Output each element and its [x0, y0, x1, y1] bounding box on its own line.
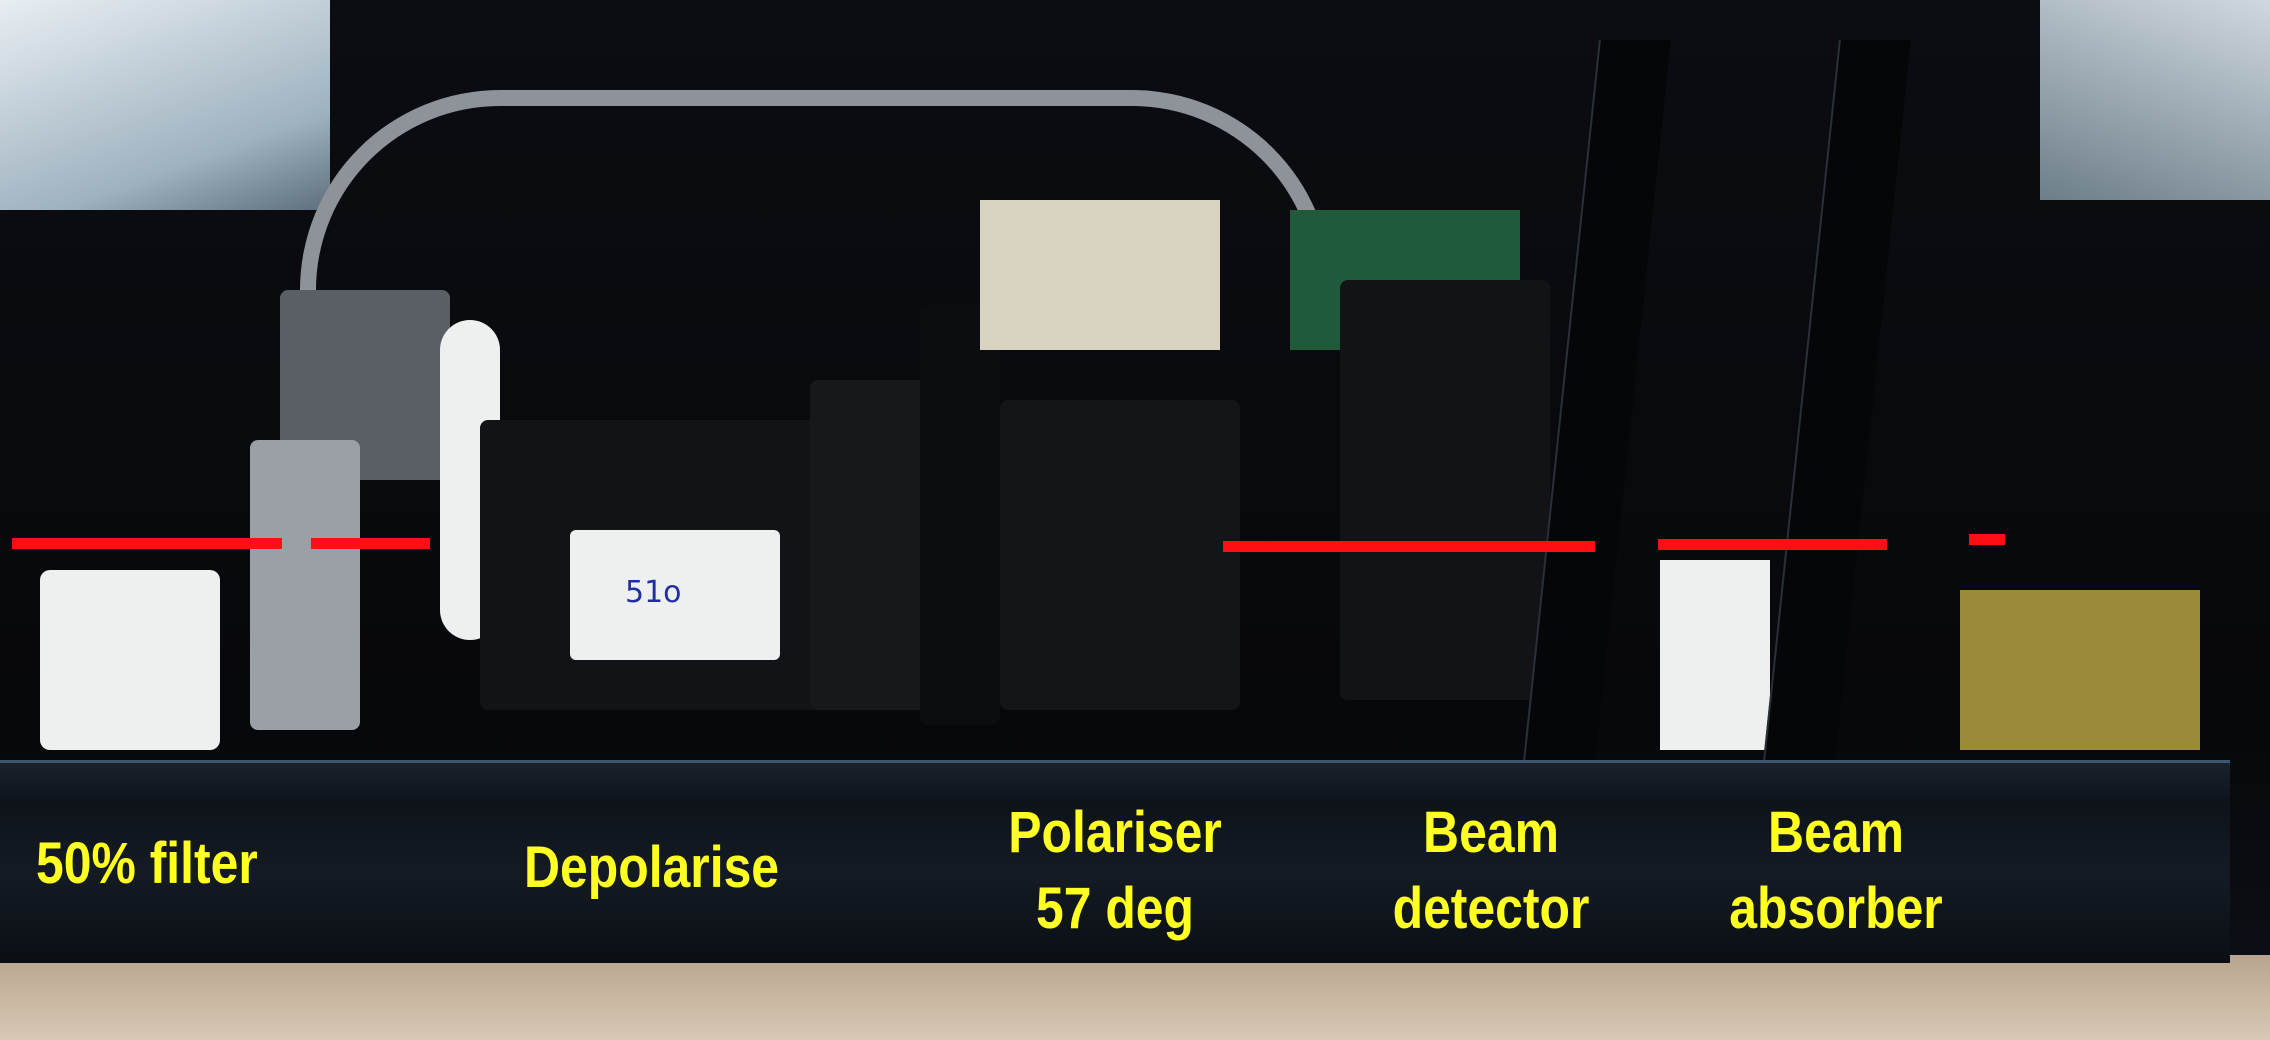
- divider-panel-2: [1761, 40, 1911, 780]
- background-wall-right: [2040, 0, 2270, 200]
- background-wall: [0, 0, 330, 210]
- floor: [0, 955, 2270, 1040]
- depolariser-label-plate: 51o: [570, 530, 780, 660]
- label-polariser-angle: 57 deg: [1035, 876, 1195, 941]
- terminal-block: [980, 200, 1220, 350]
- filter-block: [40, 570, 220, 750]
- absorber-circuit-board: [1960, 590, 2200, 750]
- label-depolariser-clip: Depolarise: [524, 830, 840, 910]
- filter-bracket: [250, 440, 360, 730]
- beam-detector-housing: [1340, 280, 1550, 700]
- label-beam-detector-2: detector: [1392, 876, 1590, 941]
- label-beam-absorber-2: absorber: [1729, 876, 1943, 941]
- component-marking: 51o: [625, 575, 682, 610]
- beam-segment: [311, 538, 430, 549]
- bench-front-rail: [0, 760, 2230, 963]
- label-beam-detector-1: Beam: [1423, 800, 1559, 865]
- beam-segment: [12, 538, 282, 549]
- label-beam-absorber-1: Beam: [1768, 800, 1904, 865]
- label-depolariser: Depolarise: [524, 835, 780, 900]
- polariser-flange: [920, 305, 1000, 725]
- polariser-prism: [1000, 400, 1240, 710]
- beam-segment: [1658, 539, 1887, 550]
- label-polariser: Polariser: [1008, 800, 1222, 865]
- beam-segment: [1223, 541, 1595, 552]
- label-50-filter: 50% filter: [36, 831, 258, 896]
- absorber-block: [1660, 560, 1770, 750]
- beam-segment: [1969, 534, 2005, 545]
